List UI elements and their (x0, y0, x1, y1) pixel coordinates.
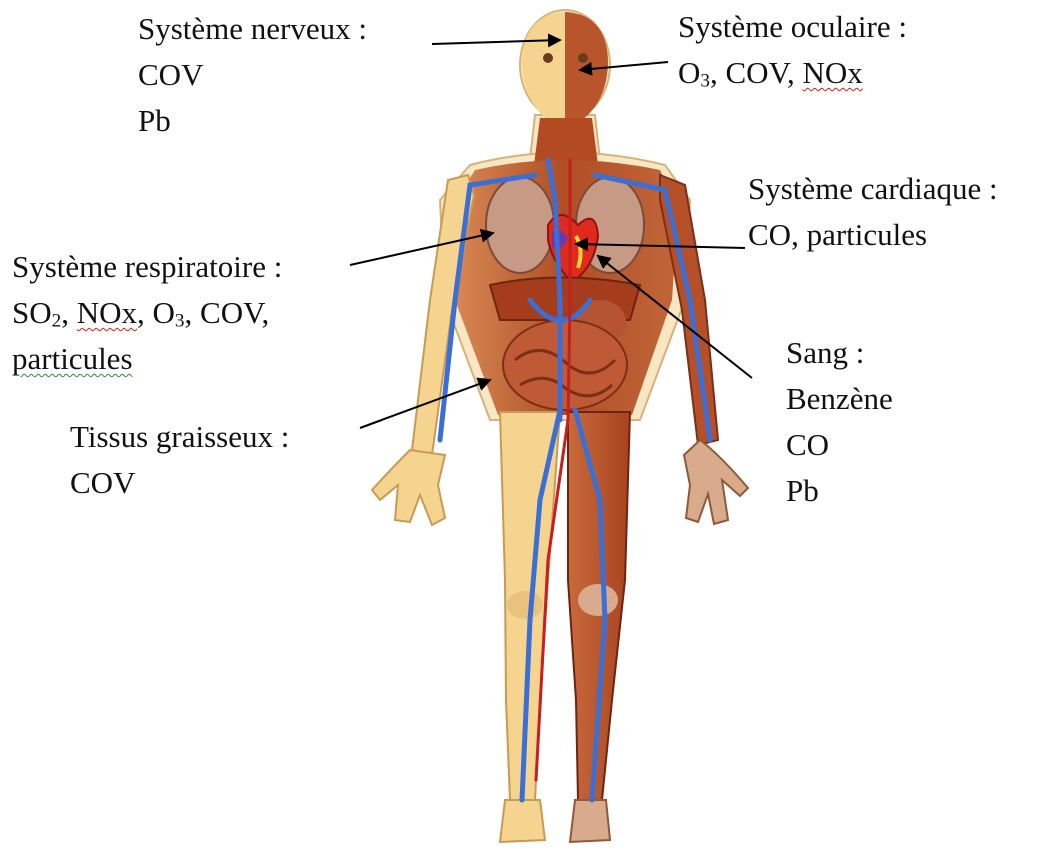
left-lung (486, 177, 554, 273)
label-systeme-cardiaque: Système cardiaque : CO, particules (748, 166, 998, 258)
head (522, 12, 608, 122)
label-line: O3, COV, NOx (678, 50, 907, 96)
label-title: Système cardiaque : (748, 166, 998, 212)
spell-nox: NOx (802, 55, 862, 90)
label-line: Pb (138, 98, 367, 144)
label-systeme-oculaire: Système oculaire : O3, COV, NOx (678, 4, 907, 96)
label-systeme-respiratoire: Système respiratoire : SO2, NOx, O3, COV… (12, 244, 282, 382)
label-line: particules (12, 336, 282, 382)
label-line: Pb (786, 468, 893, 514)
label-line: CO, particules (748, 212, 998, 258)
label-line: CO (786, 422, 893, 468)
right-leg (568, 412, 630, 842)
spell-nox: NOx (77, 295, 137, 330)
label-line: SO2, NOx, O3, COV, (12, 290, 282, 336)
label-title: Système respiratoire : (12, 244, 282, 290)
label-title: Système nerveux : (138, 6, 367, 52)
label-systeme-nerveux: Système nerveux : COV Pb (138, 6, 367, 144)
label-line: COV (70, 460, 289, 506)
label-line: COV (138, 52, 367, 98)
label-tissus-graisseux: Tissus graisseux : COV (70, 414, 289, 506)
label-title: Système oculaire : (678, 4, 907, 50)
label-line: Benzène (786, 376, 893, 422)
label-title: Tissus graisseux : (70, 414, 289, 460)
label-sang: Sang : Benzène CO Pb (786, 330, 893, 514)
spell-particules: particules (12, 341, 133, 376)
left-arm (372, 175, 474, 525)
label-title: Sang : (786, 330, 893, 376)
neck (534, 118, 598, 165)
